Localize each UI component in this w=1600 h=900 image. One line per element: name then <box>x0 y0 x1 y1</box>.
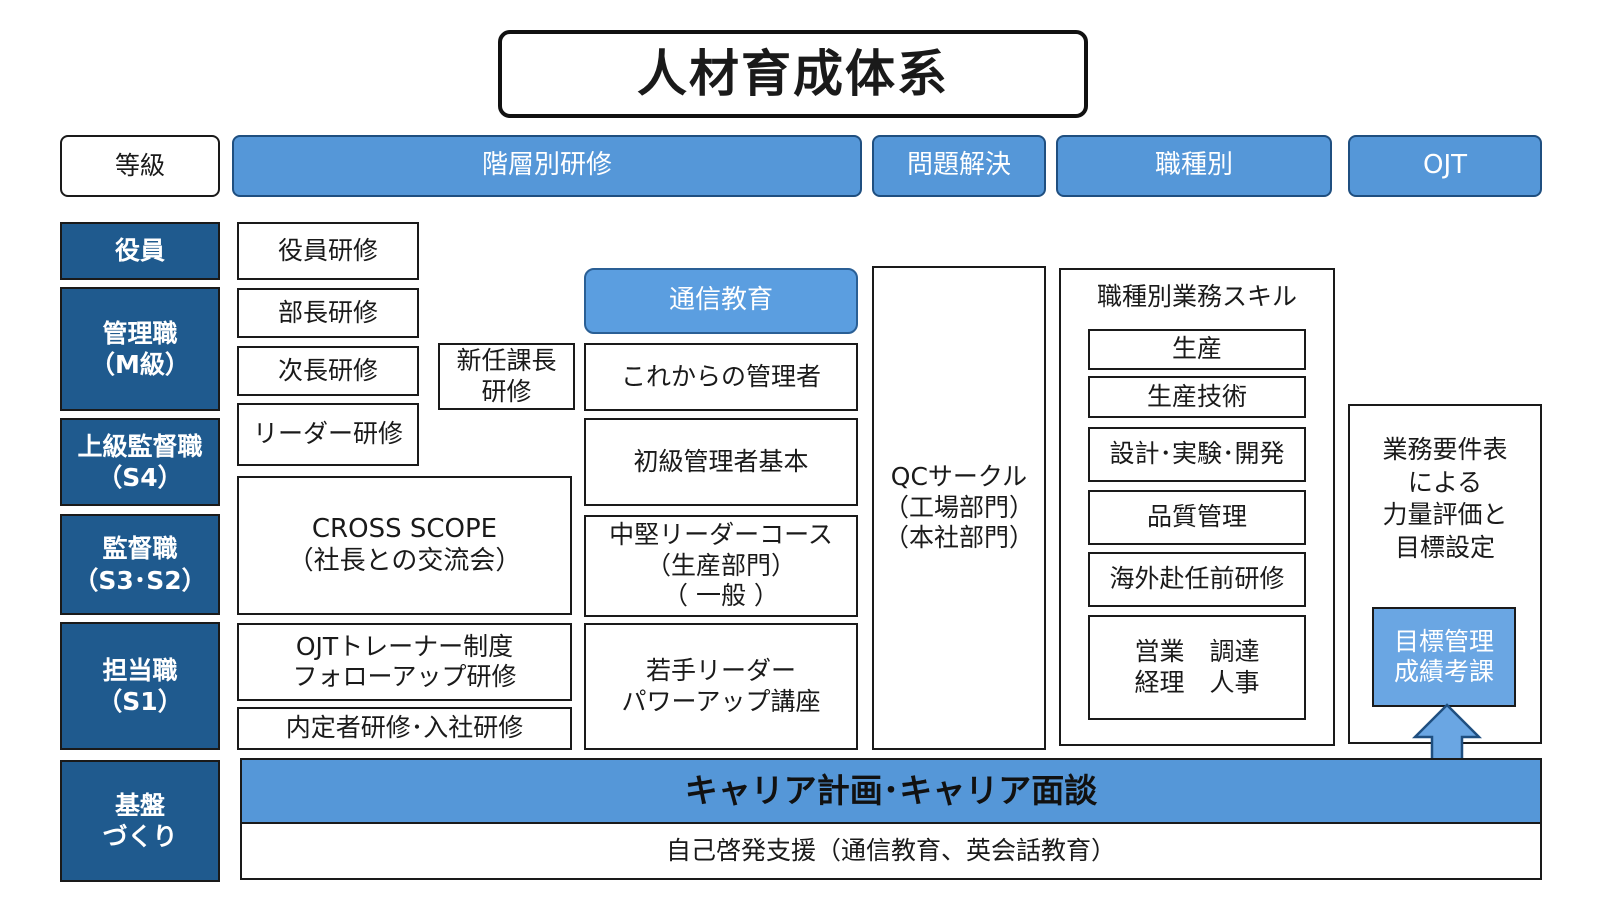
job-skill-admin-label: 営業 調達 経理 人事 <box>1134 637 1260 697</box>
career-planning-bar: キャリア計画･キャリア面談 <box>240 758 1542 824</box>
leader-training: リーダー研修 <box>237 403 419 466</box>
deputy-gm-training: 次長研修 <box>237 346 419 396</box>
header-by-job-label: 職種別 <box>1154 150 1233 181</box>
future-managers-label: これからの管理者 <box>620 361 821 391</box>
grade-manager: 管理職 （M級） <box>60 287 220 411</box>
grade-staff: 担当職 （S1） <box>60 622 220 750</box>
job-skill-production-label: 生産 <box>1171 334 1222 364</box>
job-skill-overseas: 海外赴任前研修 <box>1088 552 1306 607</box>
new-section-chief-training: 新任課長 研修 <box>438 343 575 410</box>
grade-senior-supervisor-label: 上級監督職 （S4） <box>77 431 203 492</box>
job-skill-design: 設計･実験･開発 <box>1088 427 1306 482</box>
young-leader-course: 若手リーダー パワーアップ講座 <box>584 623 858 750</box>
gm-training-label: 部長研修 <box>277 297 378 327</box>
future-managers-course: これからの管理者 <box>584 343 858 411</box>
job-skill-production-engineering: 生産技術 <box>1088 376 1306 418</box>
ojt-trainer-label: OJTトレーナー制度 フォローアップ研修 <box>292 631 517 692</box>
career-planning-label: キャリア計画･キャリア面談 <box>684 770 1098 810</box>
cross-scope: CROSS SCOPE （社長との交流会） <box>237 476 572 615</box>
ojt-trainer-program: OJTトレーナー制度 フォローアップ研修 <box>237 623 572 701</box>
junior-managers-label: 初級管理者基本 <box>633 446 809 476</box>
newcomer-training-label: 内定者研修･入社研修 <box>285 713 524 743</box>
header-by-job: 職種別 <box>1056 135 1332 197</box>
mbo-box: 目標管理 成績考課 <box>1372 607 1516 707</box>
header-problem-solving-label: 問題解決 <box>906 150 1011 181</box>
header-grade-label: 等級 <box>114 150 165 180</box>
self-development-support: 自己啓発支援（通信教育、英会話教育） <box>240 822 1542 880</box>
job-skill-quality-label: 品質管理 <box>1146 502 1247 532</box>
mid-leader-course: 中堅リーダーコース （生産部門） （ 一般 ） <box>584 515 858 617</box>
job-skill-quality: 品質管理 <box>1088 490 1306 545</box>
junior-managers-course: 初級管理者基本 <box>584 418 858 506</box>
header-tiered-training: 階層別研修 <box>232 135 862 197</box>
job-skill-admin: 営業 調達 経理 人事 <box>1088 615 1306 720</box>
correspondence-header-label: 通信教育 <box>668 285 773 316</box>
job-skill-design-label: 設計･実験･開発 <box>1109 439 1285 469</box>
qc-circle: QCサークル （工場部門） （本社部門） <box>872 266 1046 750</box>
grade-senior-supervisor: 上級監督職 （S4） <box>60 418 220 506</box>
header-ojt: OJT <box>1348 135 1542 197</box>
job-skills-title: 職種別業務スキル <box>1096 282 1297 311</box>
deputy-gm-training-label: 次長研修 <box>277 355 378 385</box>
executive-training: 役員研修 <box>237 222 419 280</box>
header-tiered-label: 階層別研修 <box>481 150 612 181</box>
grade-executive: 役員 <box>60 222 220 280</box>
job-skill-overseas-label: 海外赴任前研修 <box>1109 564 1285 594</box>
young-leader-label: 若手リーダー パワーアップ講座 <box>621 656 821 716</box>
cross-scope-label: CROSS SCOPE （社長との交流会） <box>287 513 522 576</box>
grade-staff-label: 担当職 （S1） <box>97 655 183 716</box>
grade-manager-label: 管理職 （M級） <box>90 318 190 379</box>
new-section-chief-label: 新任課長 研修 <box>456 346 557 406</box>
grade-supervisor-label: 監督職 （S3･S2） <box>73 534 207 595</box>
header-problem-solving: 問題解決 <box>872 135 1046 197</box>
correspondence-header: 通信教育 <box>584 268 858 334</box>
grade-foundation-label: 基盤 づくり <box>102 790 178 851</box>
job-skill-production-engineering-label: 生産技術 <box>1146 381 1247 411</box>
grade-executive-label: 役員 <box>114 236 165 266</box>
gm-training: 部長研修 <box>237 288 419 338</box>
newcomer-training: 内定者研修･入社研修 <box>237 707 572 750</box>
executive-training-label: 役員研修 <box>277 235 378 265</box>
job-skill-production: 生産 <box>1088 329 1306 370</box>
leader-training-label: リーダー研修 <box>252 419 403 449</box>
ojt-evaluation-text: 業務要件表 による 力量評価と 目標設定 <box>1382 435 1508 562</box>
qc-circle-label: QCサークル （工場部門） （本社部門） <box>883 462 1034 553</box>
self-development-label: 自己啓発支援（通信教育、英会話教育） <box>665 835 1116 865</box>
header-grade: 等級 <box>60 135 220 197</box>
grade-supervisor: 監督職 （S3･S2） <box>60 514 220 615</box>
page-title-text: 人材育成体系 <box>637 44 949 103</box>
mid-leader-label: 中堅リーダーコース （生産部門） （ 一般 ） <box>609 520 833 611</box>
grade-foundation: 基盤 づくり <box>60 760 220 882</box>
mbo-label: 目標管理 成績考課 <box>1393 626 1494 687</box>
page-title: 人材育成体系 <box>498 30 1088 118</box>
header-ojt-label: OJT <box>1422 150 1467 181</box>
